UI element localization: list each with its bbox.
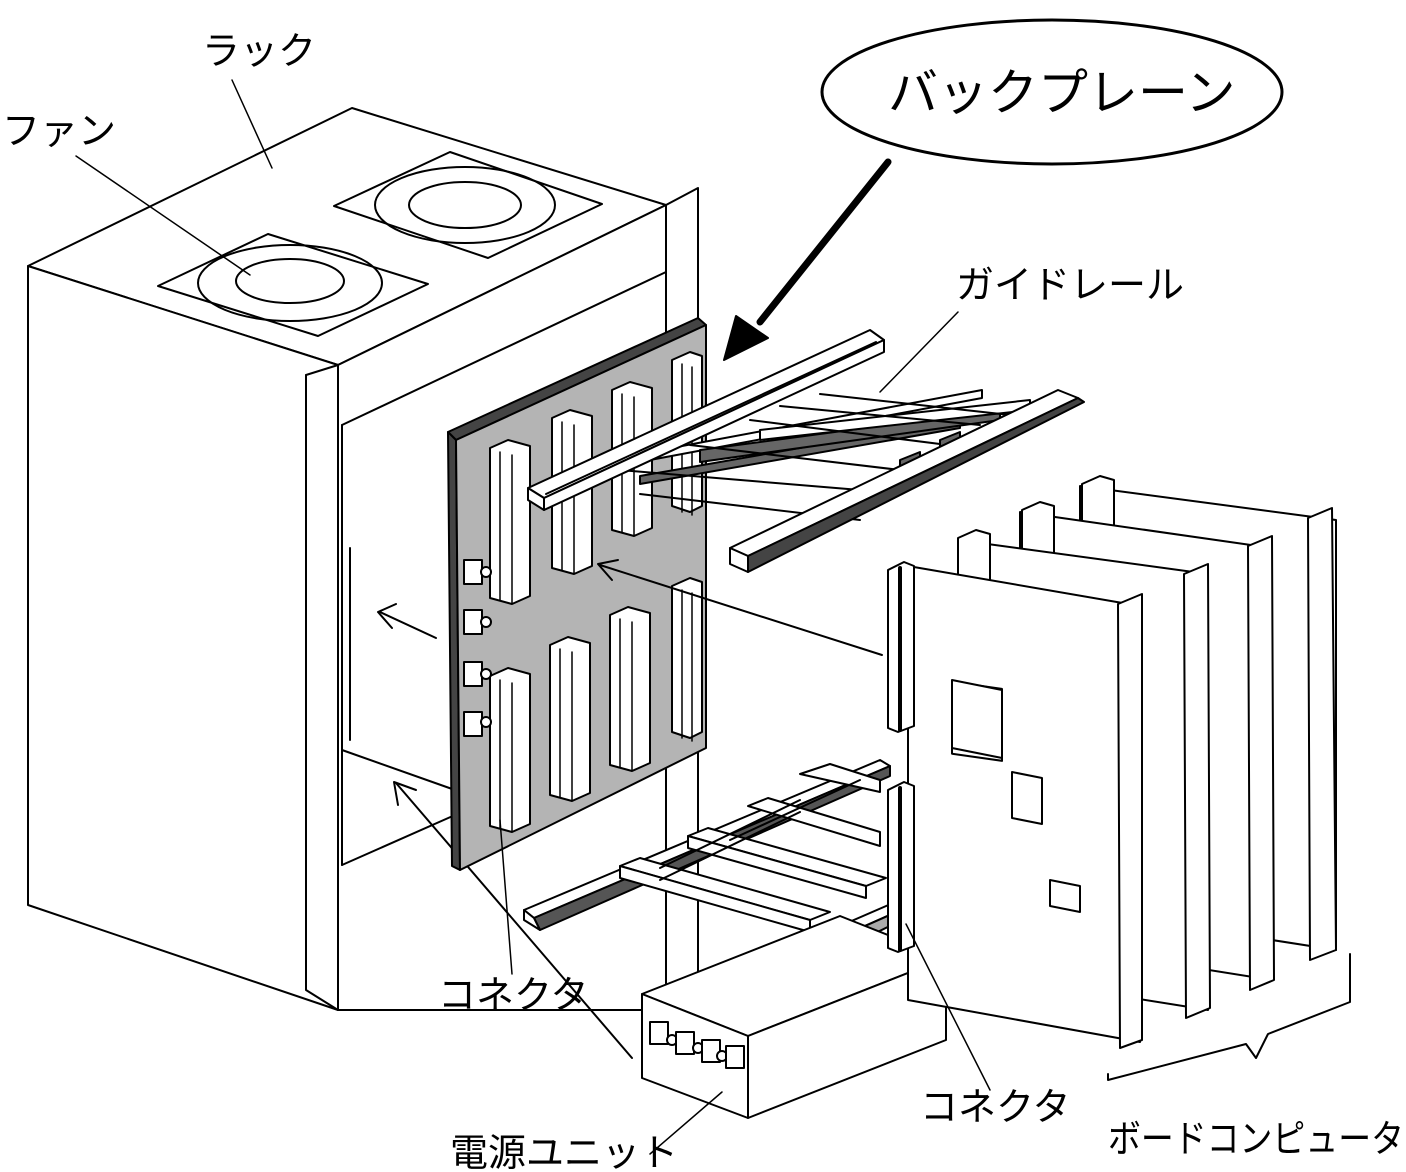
board-connector-label: コネクタ	[920, 1085, 1070, 1129]
leader-lines	[75, 79, 991, 1155]
power-unit-terminal	[649, 1021, 745, 1069]
board-computers	[887, 475, 1351, 1081]
fan-left	[157, 233, 429, 337]
board-computer-front	[887, 561, 1143, 1049]
backplane-callout	[723, 18, 1284, 361]
backplane	[447, 317, 883, 871]
guide-rail-upper	[527, 329, 1085, 573]
power-unit-label: 電源ユニット	[450, 1131, 678, 1172]
fan-right	[333, 151, 603, 259]
board-computer-label: ボードコンピュータ	[1108, 1117, 1404, 1161]
fan-label: ファン	[2, 109, 116, 153]
power-unit	[641, 915, 947, 1119]
rack-label: ラック	[202, 29, 316, 73]
guide-rail-lower	[523, 759, 911, 1001]
rack-left-face	[27, 265, 339, 1011]
backplane-connector-label: コネクタ	[438, 973, 588, 1017]
backplane-terminal	[463, 559, 492, 737]
backplane-label: バックプレーン	[888, 64, 1236, 122]
backplane-callout-arrowhead	[723, 315, 769, 361]
guide-rail-label: ガイドレール	[956, 263, 1184, 307]
board-computer-bracket	[1107, 953, 1351, 1081]
backplane-callout-bubble	[820, 18, 1284, 166]
